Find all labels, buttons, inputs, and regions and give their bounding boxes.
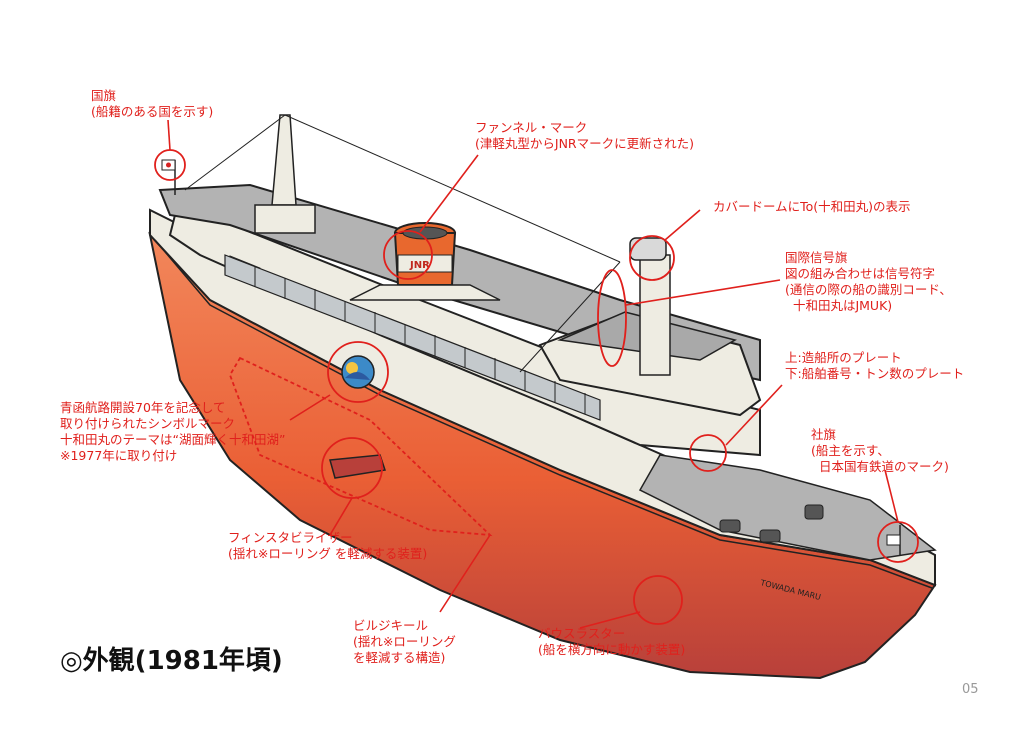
funnel-mark-text: JNR: [409, 260, 430, 271]
callout-bow-thruster: バウスラスター (船を横方向に動かす装置): [538, 626, 686, 657]
fin-stabilizer: [329, 454, 386, 479]
main-mast: [519, 237, 671, 376]
bow-machinery: [719, 504, 824, 543]
leader-lines: [167, 119, 899, 629]
callout-cover-dome: カバードームにTo(十和田丸)の表示: [713, 199, 911, 214]
page-number: 05: [962, 682, 979, 697]
callout-funnel-mark: ファンネル・マーク (津軽丸型からJNRマークに更新された): [475, 120, 694, 151]
callout-national-flag: 国旗 (船籍のある国を示す): [91, 88, 214, 119]
callout-bilge-keel: ビルジキール (揺れ※ローリング を軽減する構造): [353, 618, 456, 665]
callout-plates: 上:造船所のプレート 下:船舶番号・トン数のプレート: [785, 350, 965, 381]
callout-fin-stabilizer: フィンスタビライザー (揺れ※ローリング を軽減する装置): [228, 530, 428, 561]
forward-mast: [184, 114, 621, 263]
callout-company-flag: 社旗 (船主を示す、 日本国有鉄道のマーク): [811, 427, 949, 474]
callout-signal-flags: 国際信号旗 図の組み合わせは信号符字 (通信の際の船の識別コード、 十和田丸はJ…: [785, 250, 952, 313]
promenade-windows: [224, 254, 601, 421]
symbol-mark: [341, 355, 375, 389]
callout-symbol-mark: 青函航路開設70年を記念して 取り付けられたシンボルマーク 十和田丸のテーマは“…: [60, 400, 286, 463]
stern-flag: [161, 159, 176, 195]
boot-topping: [154, 239, 933, 589]
window-mullions: [254, 266, 586, 414]
bow-deck: [638, 454, 937, 561]
page-title: ◎外観(1981年頃): [60, 646, 283, 676]
bow-jack: [886, 525, 901, 555]
